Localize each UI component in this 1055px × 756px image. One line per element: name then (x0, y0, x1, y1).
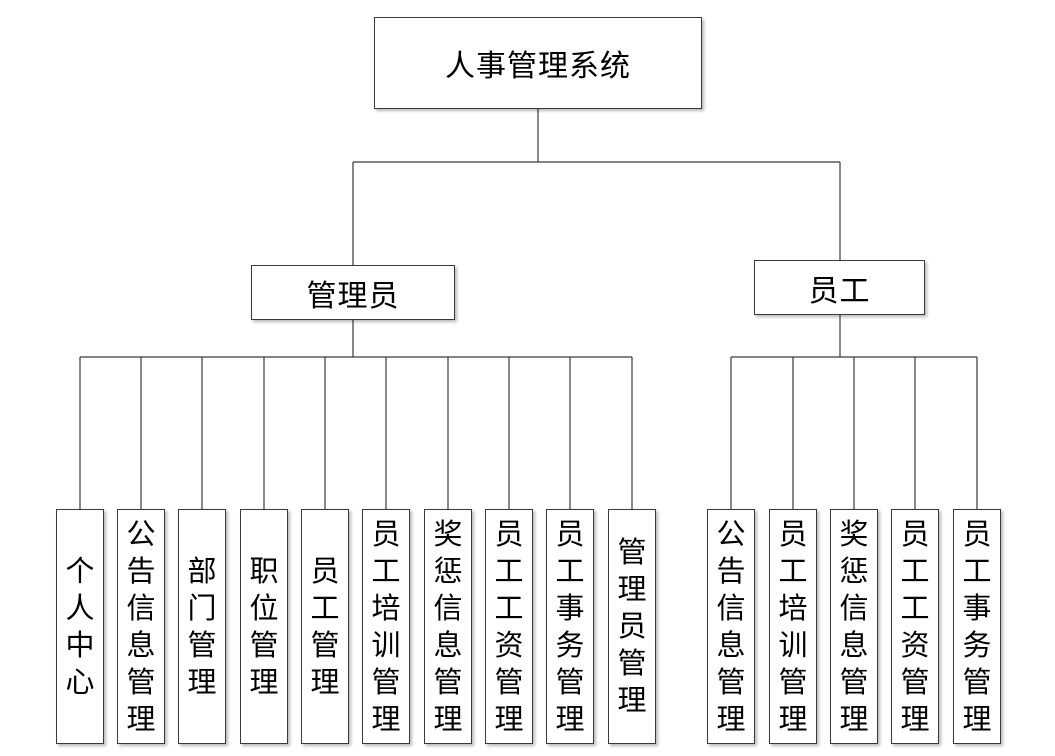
admin-module-node: 管理员管理 (608, 509, 656, 744)
admin-module-node: 公告信息管理 (117, 509, 165, 744)
staff-module-label: 奖惩信息管理 (839, 516, 869, 736)
role-node-admin-label: 管理员 (306, 278, 400, 314)
staff-module-node: 员工工资管理 (891, 509, 939, 744)
admin-module-label: 奖惩信息管理 (433, 516, 463, 736)
staff-module-label: 员工工资管理 (900, 516, 930, 736)
root-node: 人事管理系统 (374, 17, 702, 109)
admin-module-node: 员工管理 (301, 509, 349, 744)
admin-module-node: 奖惩信息管理 (424, 509, 472, 744)
admin-module-label: 员工事务管理 (555, 516, 585, 736)
admin-module-label: 个人中心 (65, 553, 95, 699)
staff-module-node: 员工事务管理 (953, 509, 1001, 744)
admin-module-node: 员工培训管理 (362, 509, 410, 744)
admin-module-node: 职位管理 (240, 509, 288, 744)
admin-module-label: 部门管理 (187, 553, 217, 699)
admin-module-label: 职位管理 (249, 553, 279, 699)
admin-module-node: 部门管理 (178, 509, 226, 744)
role-node-admin: 管理员 (251, 265, 455, 320)
staff-module-label: 员工事务管理 (962, 516, 992, 736)
root-node-label: 人事管理系统 (445, 49, 631, 84)
admin-module-node: 员工事务管理 (546, 509, 594, 744)
staff-module-node: 员工培训管理 (769, 509, 817, 744)
staff-module-label: 员工培训管理 (778, 516, 808, 736)
role-node-staff-label: 员工 (808, 273, 871, 309)
admin-module-label: 公告信息管理 (126, 516, 156, 736)
admin-module-label: 员工管理 (310, 553, 340, 699)
role-node-staff: 员工 (754, 260, 925, 315)
staff-module-node: 奖惩信息管理 (830, 509, 878, 744)
admin-module-label: 员工培训管理 (371, 516, 401, 736)
admin-module-label: 管理员管理 (617, 535, 647, 717)
admin-module-label: 员工工资管理 (494, 516, 524, 736)
admin-module-node: 个人中心 (56, 509, 104, 744)
staff-module-label: 公告信息管理 (716, 516, 746, 736)
admin-module-node: 员工工资管理 (485, 509, 533, 744)
staff-module-node: 公告信息管理 (707, 509, 755, 744)
